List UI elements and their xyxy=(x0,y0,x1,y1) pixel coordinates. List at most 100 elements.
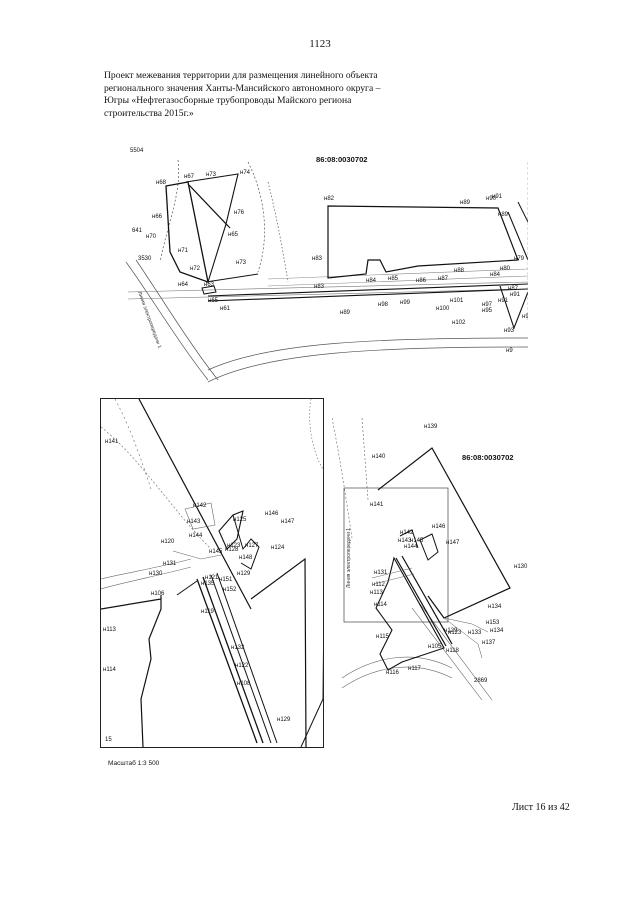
point-label: н76 xyxy=(234,210,245,216)
point-label: н92 xyxy=(522,314,528,320)
point-label: н131 xyxy=(163,561,177,567)
point-label: н63 xyxy=(204,282,215,288)
point-label: н84 xyxy=(366,278,377,284)
point-label: н72 xyxy=(190,266,201,272)
point-label: н147 xyxy=(446,540,460,546)
point-label: н116 xyxy=(386,670,400,676)
road-label: Линия электропередачи 1 xyxy=(346,528,352,588)
point-label: н97 xyxy=(482,302,493,308)
cadastral-number: 86:08:0030702 xyxy=(316,155,368,164)
point-label: н140 xyxy=(372,454,386,460)
point-label: н119 xyxy=(201,609,215,615)
point-label: н148 xyxy=(239,555,253,561)
point-label: н64 xyxy=(178,282,189,288)
point-label: н133 xyxy=(468,630,482,636)
point-label: 2869 xyxy=(474,678,488,684)
point-label: н85 xyxy=(388,276,399,282)
point-label: н95 xyxy=(482,308,493,314)
caption-line: строительства 2015г.» xyxy=(104,107,194,119)
point-label: н115 xyxy=(376,634,390,640)
point-label: н70 xyxy=(146,234,157,240)
point-label: н84 xyxy=(490,272,501,278)
point-label: н130 xyxy=(149,571,163,577)
point-label: н128 xyxy=(225,547,239,553)
point-label: н120 xyxy=(161,539,175,545)
point-label: н127 xyxy=(245,543,259,549)
point-label: н89 xyxy=(340,310,351,316)
point-label: н129 xyxy=(237,571,251,577)
point-label: н73 xyxy=(236,260,247,266)
point-label: н123 xyxy=(227,543,241,549)
top-survey-map: 86:08:0030702 Линия электропередачи 1 Ли… xyxy=(118,142,528,384)
point-label: н87 xyxy=(508,286,519,292)
point-label: н146 xyxy=(432,524,446,530)
point-label: н123 xyxy=(448,630,462,636)
point-label: н88 xyxy=(454,268,465,274)
point-label: н141 xyxy=(105,439,119,445)
point-label: н151 xyxy=(219,577,233,583)
point-label: н112 xyxy=(372,582,386,588)
point-label: н146 xyxy=(265,511,279,517)
point-label: н135 xyxy=(201,581,215,587)
point-label: н143 xyxy=(187,519,201,525)
point-label: н61 xyxy=(220,306,231,312)
point-label: н153 xyxy=(486,620,500,626)
point-label: н100 xyxy=(436,306,450,312)
point-label: н98 xyxy=(378,302,389,308)
point-label: н73 xyxy=(206,172,217,178)
point-label: н131 xyxy=(374,570,388,576)
point-label: 3530 xyxy=(138,256,152,262)
point-label: н91 xyxy=(492,194,503,200)
page-number: 1123 xyxy=(309,38,331,50)
point-label: н82 xyxy=(324,196,335,202)
point-label: н130 xyxy=(514,564,528,570)
point-label: н74 xyxy=(240,170,251,176)
point-label: н65 xyxy=(208,298,219,304)
point-label: н139 xyxy=(424,424,438,430)
point-label: н102 xyxy=(452,320,466,326)
point-label: н142 xyxy=(193,503,207,509)
caption-line: Проект межевания территории для размещен… xyxy=(104,70,378,81)
point-label: н144 xyxy=(189,533,203,539)
point-label: н132 xyxy=(231,645,245,651)
point-label: н134 xyxy=(488,604,502,610)
point-label: н113 xyxy=(103,627,117,633)
point-label: н86 xyxy=(416,278,427,284)
point-label: н89 xyxy=(460,200,471,206)
point-label: н83 xyxy=(314,284,325,290)
point-label: н142 xyxy=(400,530,414,536)
point-label: 641 xyxy=(132,228,143,234)
point-label: н105 xyxy=(428,644,442,650)
point-label: н67 xyxy=(184,174,195,180)
point-label: н106 xyxy=(151,591,165,597)
point-label: н99 xyxy=(400,300,411,306)
point-label: 5504 xyxy=(130,148,144,154)
scale-label: Масштаб 1:3 500 xyxy=(108,760,160,767)
point-label: н145 xyxy=(410,538,424,544)
document-caption: Проект межевания территории для размещен… xyxy=(104,70,424,120)
point-label: н114 xyxy=(103,667,117,673)
point-label: н71 xyxy=(178,248,189,254)
point-label: н121 xyxy=(205,575,219,581)
point-label: н113 xyxy=(370,590,384,596)
point-label: 15 xyxy=(105,737,112,743)
point-label: н125 xyxy=(233,517,247,523)
point-label: н91 xyxy=(498,298,509,304)
point-label: н152 xyxy=(223,587,237,593)
point-label: н68 xyxy=(156,180,167,186)
point-label: н79 xyxy=(514,256,525,262)
point-label: н101 xyxy=(450,298,464,304)
point-label: н134 xyxy=(490,628,504,634)
point-label: н87 xyxy=(438,276,449,282)
point-label: н129 xyxy=(444,628,458,634)
point-label: н65 xyxy=(228,232,239,238)
point-label: н141 xyxy=(370,502,384,508)
caption-line: регионального значения Ханты-Мансийского… xyxy=(104,82,381,94)
point-label: н108 xyxy=(237,681,251,687)
point-label: н137 xyxy=(482,640,496,646)
point-label: н129 xyxy=(277,717,291,723)
caption-line: Югры «Нефтегазосборные трубопроводы Майс… xyxy=(104,95,352,107)
point-label: н118 xyxy=(446,648,460,654)
point-label: н89 xyxy=(498,212,509,218)
overview-survey-map: 86:08:0030702 Линия электропередачи 1 н1… xyxy=(332,418,544,700)
